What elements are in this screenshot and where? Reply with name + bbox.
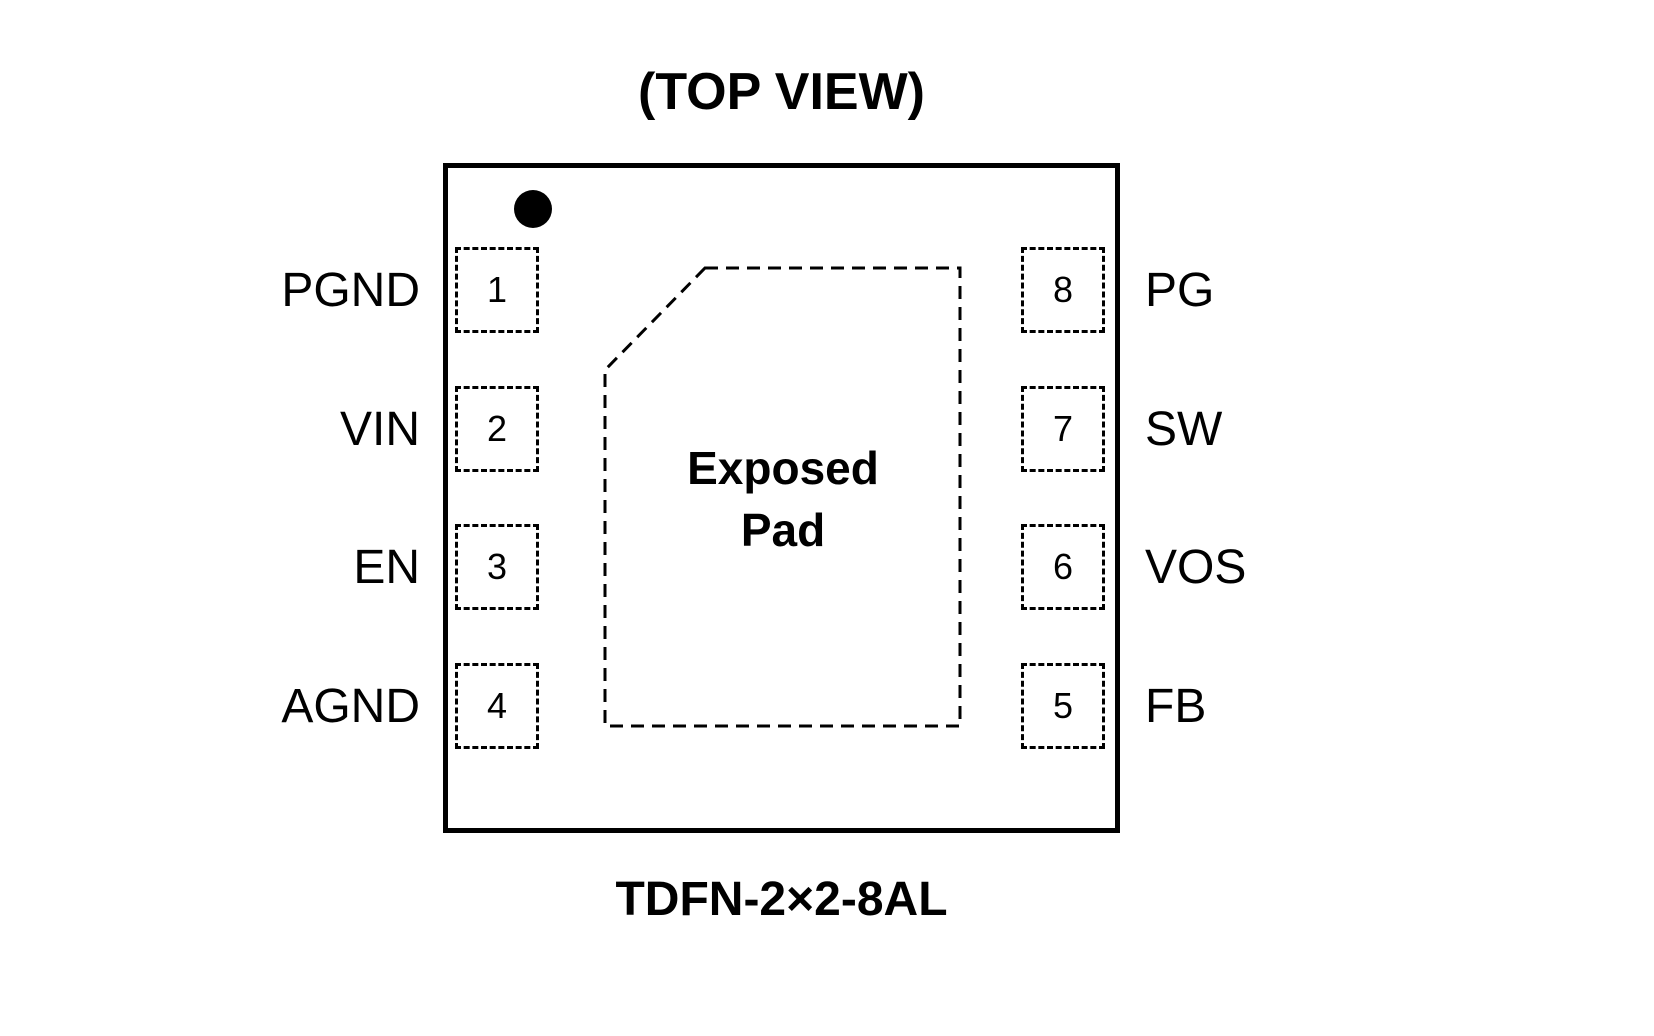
- pin-box-5: 5: [1021, 663, 1105, 749]
- pin-box-6: 6: [1021, 524, 1105, 610]
- pin-label-pgnd: PGND: [281, 264, 420, 317]
- pin-label-vin: VIN: [339, 403, 420, 456]
- pin-box-1: 1: [455, 247, 539, 333]
- pin-number-4: 4: [486, 685, 508, 726]
- pin-number-6: 6: [1052, 546, 1074, 587]
- pin1-indicator-dot: [514, 190, 552, 228]
- pin-label-en: EN: [353, 541, 420, 594]
- pin-label-fb: FB: [1145, 680, 1207, 733]
- pin-number-7: 7: [1052, 408, 1074, 449]
- pin-number-2: 2: [486, 408, 508, 449]
- pin-number-5: 5: [1052, 685, 1074, 726]
- diagram-title: (TOP VIEW): [638, 63, 925, 121]
- pin-number-3: 3: [486, 546, 508, 587]
- pin-label-vos: VOS: [1145, 541, 1247, 594]
- pin-box-3: 3: [455, 524, 539, 610]
- pin-label-agnd: AGND: [281, 680, 420, 733]
- pin-label-pg: PG: [1145, 264, 1215, 317]
- exposed-pad-line2: Pad: [740, 504, 826, 556]
- pin-number-1: 1: [486, 269, 508, 310]
- package-caption: TDFN-2×2-8AL: [615, 873, 948, 926]
- pin-box-2: 2: [455, 386, 539, 472]
- pin-box-8: 8: [1021, 247, 1105, 333]
- pin-number-8: 8: [1052, 269, 1074, 310]
- exposed-pad-line1: Exposed: [687, 442, 879, 494]
- pin-label-sw: SW: [1145, 403, 1223, 456]
- pin-box-4: 4: [455, 663, 539, 749]
- pin-box-7: 7: [1021, 386, 1105, 472]
- exposed-pad-label: Exposed Pad: [605, 437, 961, 561]
